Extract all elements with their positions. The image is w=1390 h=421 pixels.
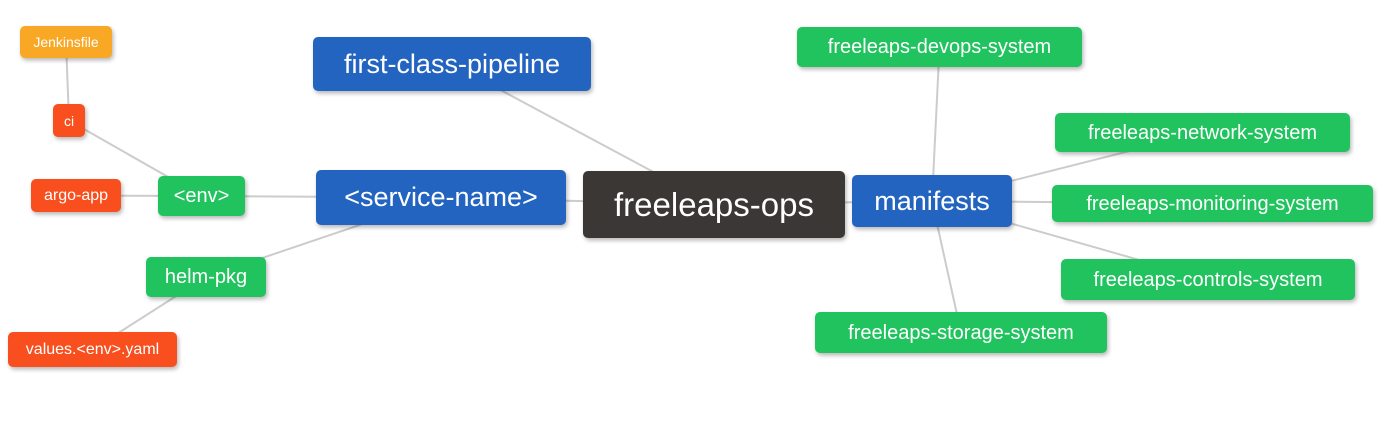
node-label: first-class-pipeline bbox=[343, 48, 561, 79]
node-label: helm-pkg bbox=[164, 266, 248, 288]
node-label: freeleaps-ops bbox=[614, 186, 814, 223]
node-label: freeleaps-network-system bbox=[1088, 121, 1317, 144]
node-label: manifests bbox=[874, 185, 990, 216]
node-label: ci bbox=[63, 112, 75, 129]
node-manifests[interactable]: manifests bbox=[852, 175, 1012, 227]
node-first-class-pipeline[interactable]: first-class-pipeline bbox=[313, 37, 591, 91]
node-label: <env> bbox=[173, 185, 230, 207]
node-label: freeleaps-devops-system bbox=[827, 36, 1052, 58]
node-service-name[interactable]: <service-name> bbox=[316, 170, 566, 225]
node-freeleaps-storage-system[interactable]: freeleaps-storage-system bbox=[815, 312, 1107, 353]
node-label: freeleaps-monitoring-system bbox=[1086, 192, 1339, 215]
node-label: <service-name> bbox=[344, 182, 538, 212]
node-values-env-yaml[interactable]: values.<env>.yaml bbox=[8, 332, 177, 367]
node-label: freeleaps-controls-system bbox=[1093, 268, 1323, 291]
node-jenkinsfile[interactable]: Jenkinsfile bbox=[20, 26, 112, 58]
node-freeleaps-devops-system[interactable]: freeleaps-devops-system bbox=[797, 27, 1082, 67]
node-ci[interactable]: ci bbox=[53, 104, 85, 137]
node-helm-pkg[interactable]: helm-pkg bbox=[146, 257, 266, 297]
node-label: argo-app bbox=[43, 186, 109, 204]
node-label: freeleaps-storage-system bbox=[848, 321, 1074, 344]
node-freeleaps-monitoring-system[interactable]: freeleaps-monitoring-system bbox=[1052, 185, 1373, 222]
node-freeleaps-network-system[interactable]: freeleaps-network-system bbox=[1055, 113, 1350, 152]
node-env[interactable]: <env> bbox=[158, 176, 245, 216]
node-argo-app[interactable]: argo-app bbox=[31, 179, 121, 212]
node-label: values.<env>.yaml bbox=[25, 340, 160, 358]
node-freeleaps-ops[interactable]: freeleaps-ops bbox=[583, 171, 845, 238]
node-freeleaps-controls-system[interactable]: freeleaps-controls-system bbox=[1061, 259, 1355, 300]
node-label: Jenkinsfile bbox=[33, 34, 99, 50]
